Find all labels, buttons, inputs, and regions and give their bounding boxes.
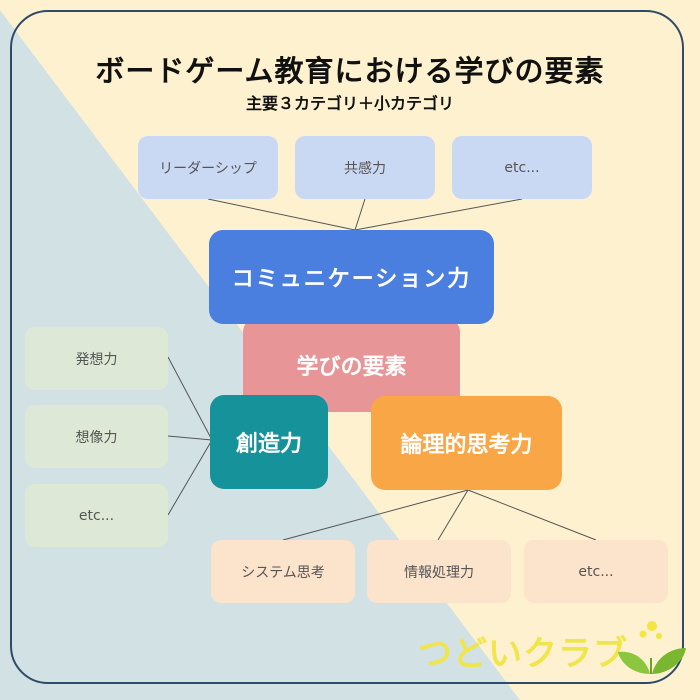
node-creativity: 創造力 — [210, 395, 328, 489]
node-creativity-etc: etc... — [25, 484, 168, 547]
node-empathy: 共感力 — [295, 136, 435, 199]
node-information-processing: 情報処理力 — [367, 540, 511, 603]
node-communication: コミュニケーション力 — [209, 230, 494, 324]
node-logic-etc: etc... — [524, 540, 668, 603]
sprout-logo-icon — [618, 621, 686, 674]
page-title: ボードゲーム教育における学びの要素 — [95, 54, 605, 88]
node-logical-thinking: 論理的思考力 — [371, 396, 562, 490]
node-communication-etc: etc... — [452, 136, 592, 199]
rounded-frame — [10, 10, 684, 684]
page-subtitle: 主要３カテゴリ＋小カテゴリ — [245, 94, 454, 113]
node-systems-thinking: システム思考 — [211, 540, 355, 603]
node-leadership: リーダーシップ — [138, 136, 278, 199]
node-imagination: 想像力 — [25, 405, 168, 468]
logo-text: つどいクラブ — [418, 634, 628, 674]
node-ideation: 発想力 — [25, 327, 168, 390]
